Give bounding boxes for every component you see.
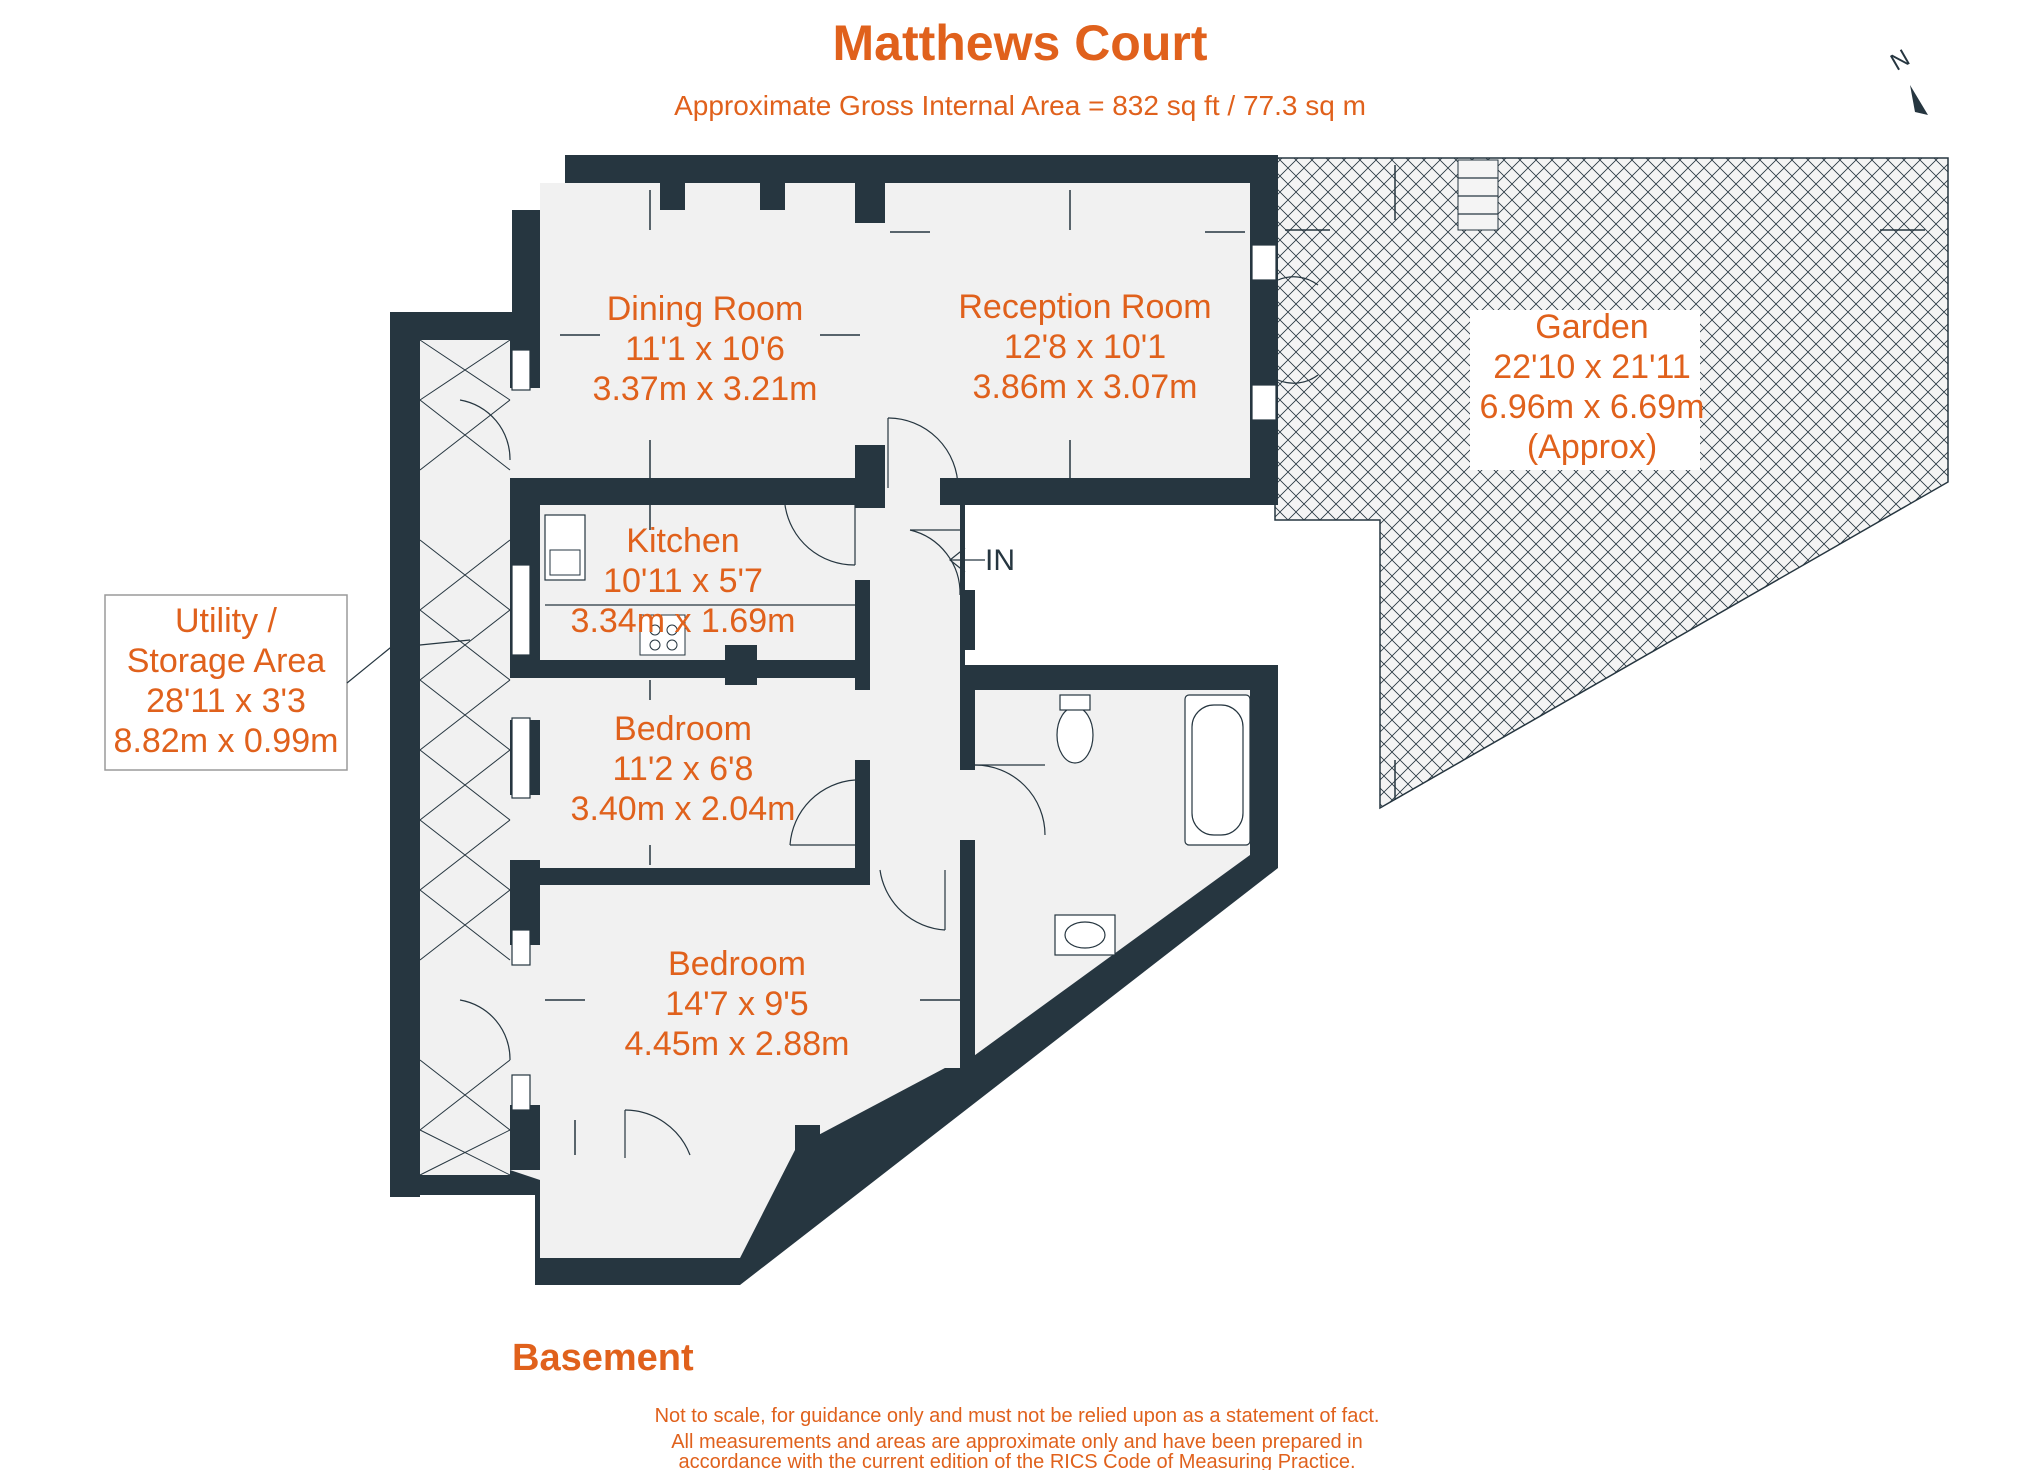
- windows: [511, 244, 1277, 1111]
- disclaimer-line1: Not to scale, for guidance only and must…: [655, 1405, 1380, 1427]
- dining-room-metric: 3.37m x 3.21m: [593, 370, 818, 408]
- gross-area-subtitle: Approximate Gross Internal Area = 832 sq…: [674, 90, 1366, 121]
- garden-imperial: 22'10 x 21'11: [1493, 348, 1691, 386]
- utility-name-line1: Utility /: [175, 602, 278, 640]
- reception-room-name: Reception Room: [958, 288, 1211, 326]
- bedroom-large-label: Bedroom 14'7 x 9'5 4.45m x 2.88m: [625, 945, 850, 1063]
- dining-room-label: Dining Room 11'1 x 10'6 3.37m x 3.21m: [593, 290, 818, 408]
- kitchen-metric: 3.34m x 1.69m: [571, 602, 796, 640]
- bedroom-small-metric: 3.40m x 2.04m: [571, 790, 796, 828]
- entrance-label: IN: [985, 544, 1015, 577]
- bedroom-small-name: Bedroom: [614, 710, 752, 748]
- utility-metric: 8.82m x 0.99m: [114, 722, 339, 760]
- bedroom-small-label: Bedroom 11'2 x 6'8 3.40m x 2.04m: [571, 710, 796, 828]
- garden-note: (Approx): [1527, 428, 1657, 466]
- disclaimer-line3: accordance with the current edition of t…: [678, 1451, 1355, 1470]
- dimension-markers: [545, 190, 1245, 1155]
- reception-room-imperial: 12'8 x 10'1: [1004, 328, 1166, 366]
- plan-title: Matthews Court: [833, 15, 1208, 71]
- entrance-marker: IN: [949, 544, 1015, 577]
- garden-metric: 6.96m x 6.69m: [1480, 388, 1705, 426]
- floor-name: Basement: [512, 1337, 694, 1379]
- bedroom-small-imperial: 11'2 x 6'8: [613, 750, 754, 788]
- interior-walls: [390, 155, 1278, 1197]
- utility-storage-label: Utility / Storage Area 28'11 x 3'3 8.82m…: [104, 594, 471, 771]
- bedroom-large-imperial: 14'7 x 9'5: [665, 985, 808, 1023]
- bathroom-fixtures: [1054, 694, 1251, 956]
- garden-name: Garden: [1535, 308, 1648, 346]
- kitchen-fixtures: [544, 514, 855, 656]
- dining-room-name: Dining Room: [607, 290, 804, 328]
- bedroom-large-name: Bedroom: [668, 945, 806, 983]
- dining-room-imperial: 11'1 x 10'6: [625, 330, 785, 368]
- disclaimer: Not to scale, for guidance only and must…: [655, 1405, 1380, 1470]
- garden-area: [1274, 157, 1949, 810]
- utility-storage-cross-hatch: [419, 339, 511, 1176]
- doors: [459, 276, 1319, 1158]
- utility-name-line2: Storage Area: [127, 642, 326, 680]
- kitchen-imperial: 10'11 x 5'7: [603, 562, 763, 600]
- north-label: N: [1886, 44, 1915, 76]
- rooms-floor: [420, 183, 1250, 1255]
- garden-label: Garden 22'10 x 21'11 6.96m x 6.69m (Appr…: [1480, 308, 1705, 466]
- utility-imperial: 28'11 x 3'3: [146, 682, 306, 720]
- reception-room-metric: 3.86m x 3.07m: [973, 368, 1198, 406]
- north-arrow-icon: N: [1886, 44, 1928, 115]
- disclaimer-line2: All measurements and areas are approxima…: [671, 1431, 1363, 1453]
- reception-room-label: Reception Room 12'8 x 10'1 3.86m x 3.07m: [958, 288, 1211, 406]
- bedroom-large-metric: 4.45m x 2.88m: [625, 1025, 850, 1063]
- kitchen-name: Kitchen: [626, 522, 739, 560]
- kitchen-label: Kitchen 10'11 x 5'7 3.34m x 1.69m: [571, 522, 796, 640]
